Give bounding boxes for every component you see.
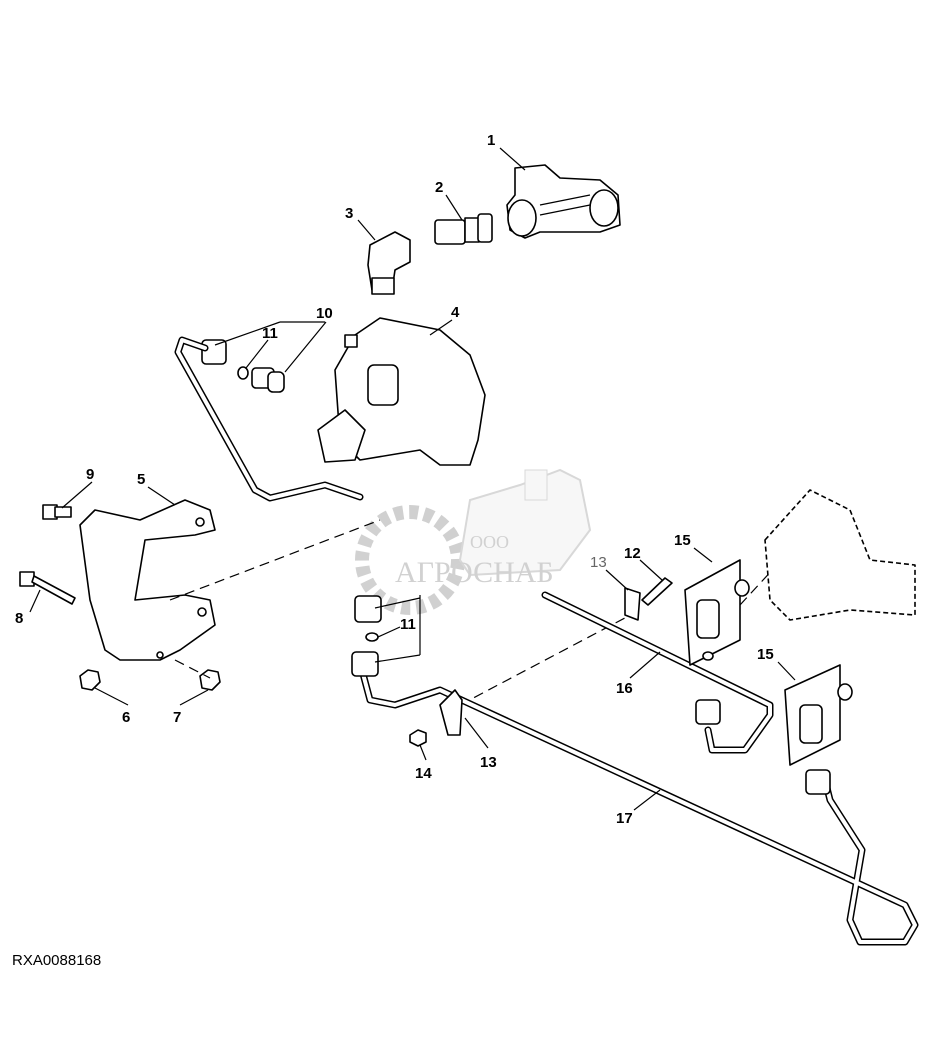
callout-15-lower: 15 (757, 646, 774, 663)
callout-1: 1 (487, 132, 495, 149)
part-2-adapter (434, 213, 493, 245)
tube-nut (201, 339, 227, 365)
part-4-valve (317, 317, 486, 466)
part-1-coupler (506, 164, 621, 239)
callout-10: 10 (316, 305, 333, 322)
callout-3: 3 (345, 205, 353, 222)
tube-nut (695, 699, 721, 725)
callout-8: 8 (15, 610, 23, 627)
tube-nut (351, 651, 379, 677)
callout-11-lower: 11 (400, 616, 416, 633)
callout-12: 12 (624, 545, 641, 562)
callout-17: 17 (616, 810, 633, 827)
watermark-name: АГРОСНАБ (395, 556, 554, 589)
part-14-nut (409, 729, 427, 747)
tube-17 (358, 666, 919, 946)
mounting-plate (764, 489, 916, 621)
callout-15-upper: 15 (674, 532, 691, 549)
callout-14: 14 (415, 765, 432, 782)
part-5-bracket (79, 499, 216, 661)
callout-5: 5 (137, 471, 145, 488)
callout-16: 16 (616, 680, 633, 697)
part-10-fitting-lower (354, 595, 382, 623)
part-10-fitting (251, 367, 285, 393)
callout-4: 4 (451, 304, 460, 321)
part-8-bolt (19, 571, 76, 605)
watermark-prefix: ООО (470, 532, 509, 552)
part-6-nut (79, 669, 101, 691)
part-11-o-ring-lower (365, 632, 379, 642)
tube-nut (805, 769, 831, 795)
part-13-clamp-upper (624, 587, 641, 621)
callout-13-lower: 13 (480, 754, 497, 771)
part-9-bolt (42, 504, 72, 520)
part-13-clamp-lower (439, 689, 463, 736)
part-3-elbow (367, 231, 411, 295)
tube-16 (541, 591, 774, 754)
part-15-block-upper (684, 559, 750, 666)
part-11-o-ring (237, 366, 249, 380)
callout-7: 7 (173, 709, 181, 726)
part-15-block-lower (784, 664, 853, 766)
reference-code: RXA0088168 (12, 952, 101, 969)
part-12-bolt (641, 577, 673, 606)
tube-upper (174, 336, 364, 502)
callout-9: 9 (86, 466, 94, 483)
callout-13-upper: 13 (590, 554, 607, 571)
part-7-nut (199, 669, 221, 691)
callout-11-upper: 11 (262, 325, 278, 342)
leader-lines (29, 147, 796, 811)
watermark-logo: ООО АГРОСНАБ (355, 468, 592, 615)
callout-6: 6 (122, 709, 130, 726)
callout-2: 2 (435, 179, 443, 196)
